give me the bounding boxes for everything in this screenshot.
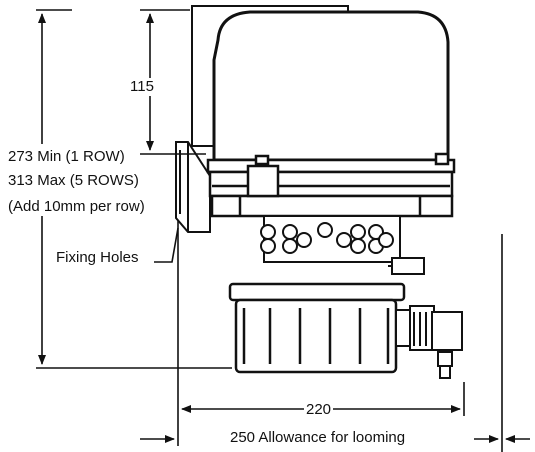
dimension-overall-height	[36, 9, 232, 369]
fixing-holes-label: Fixing Holes	[56, 249, 139, 266]
dimension-220-label: 220	[304, 401, 334, 419]
dimension-115-label: 115	[128, 78, 156, 96]
dimension-250	[140, 234, 530, 452]
max-height-label: 313 Max (5 ROWS)	[8, 172, 139, 189]
looming-allowance-label: 250 Allowance for looming	[228, 429, 408, 447]
min-height-label: 273 Min (1 ROW)	[8, 148, 125, 165]
fixing-holes-leader	[154, 227, 179, 263]
outlet-fittings	[260, 215, 425, 275]
pump-collar	[206, 152, 456, 218]
electrical-connector	[395, 305, 463, 379]
reservoir-tank	[191, 5, 450, 162]
mounting-bracket	[175, 141, 211, 233]
per-row-note: (Add 10mm per row)	[8, 198, 145, 215]
motor-housing	[228, 282, 406, 374]
